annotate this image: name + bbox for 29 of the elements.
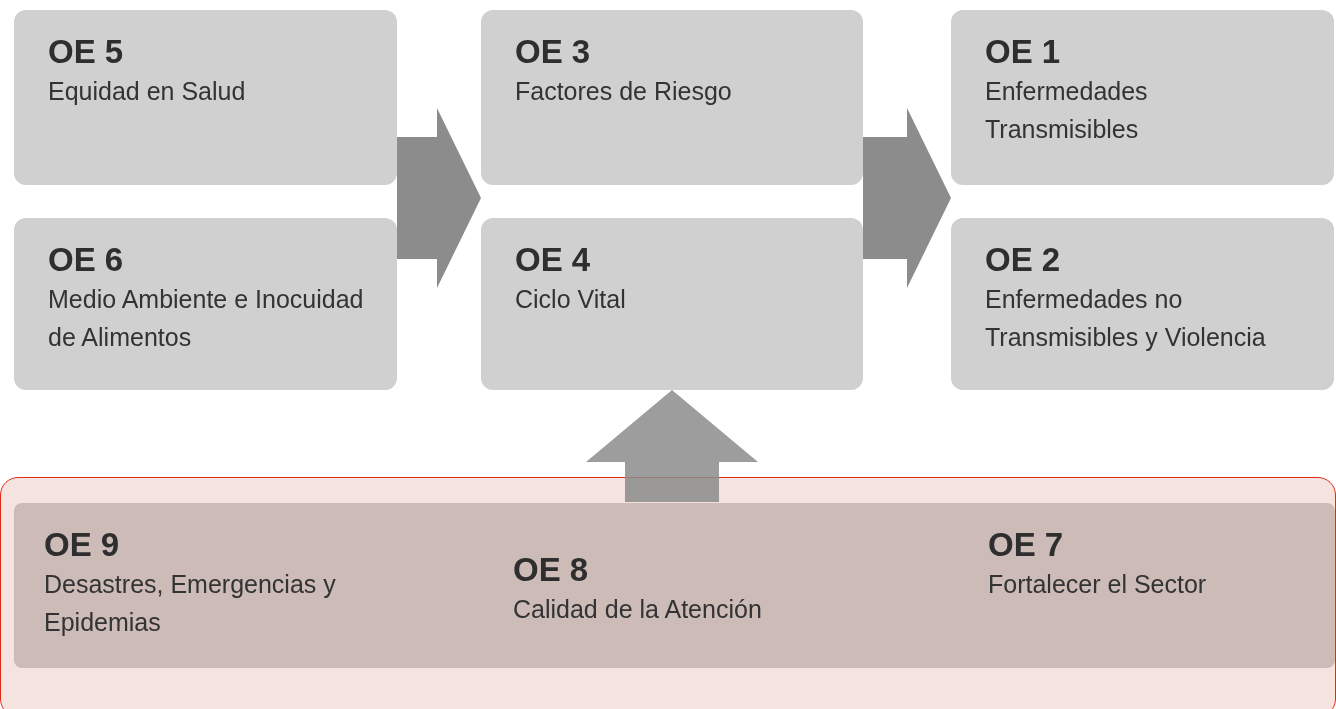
objective-number: OE 2 bbox=[985, 240, 1061, 280]
objective-card bbox=[951, 218, 1334, 390]
objective-number: OE 9 bbox=[44, 525, 120, 565]
objective-card bbox=[14, 10, 397, 185]
objective-title: Equidad en Salud bbox=[48, 75, 246, 107]
objective-title: Enfermedades Transmisibles bbox=[985, 75, 1149, 146]
panel-background bbox=[0, 477, 1336, 709]
objective-title: Calidad de la Atención bbox=[513, 593, 762, 625]
block-arrow bbox=[397, 108, 481, 288]
objective-title: Ciclo Vital bbox=[515, 283, 626, 315]
objective-card bbox=[14, 218, 397, 390]
block-arrow bbox=[586, 390, 758, 502]
objective-number: OE 8 bbox=[513, 550, 589, 590]
objective-number: OE 5 bbox=[48, 32, 124, 72]
objective-card bbox=[951, 10, 1334, 185]
objective-number: OE 1 bbox=[985, 32, 1061, 72]
objective-title: Desastres, Emergencias y Epidemias bbox=[44, 568, 337, 639]
objective-number: OE 4 bbox=[515, 240, 591, 280]
objective-number: OE 6 bbox=[48, 240, 124, 280]
objective-number: OE 7 bbox=[988, 525, 1064, 565]
objective-card bbox=[481, 218, 863, 390]
block-arrow bbox=[863, 108, 951, 288]
objective-title: Factores de Riesgo bbox=[515, 75, 732, 107]
objective-number: OE 3 bbox=[515, 32, 591, 72]
objective-title: Fortalecer el Sector bbox=[988, 568, 1207, 600]
objective-title: Medio Ambiente e Inocuidad de Alimentos bbox=[48, 283, 365, 354]
objective-title: Enfermedades no Transmisibles y Violencia bbox=[985, 283, 1267, 354]
objective-card bbox=[481, 10, 863, 185]
band-panel bbox=[14, 503, 1335, 668]
